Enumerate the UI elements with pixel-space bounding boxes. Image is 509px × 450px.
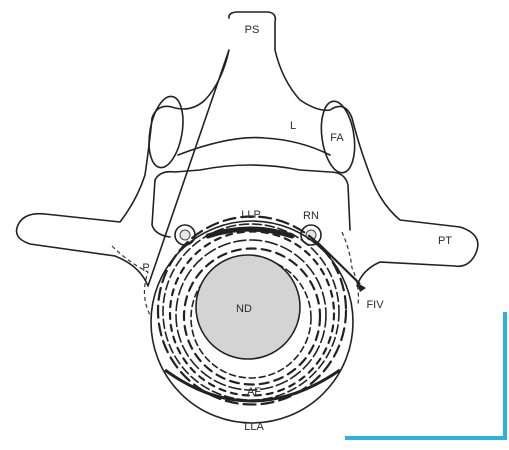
label-l: L (290, 120, 296, 132)
label-p: P (142, 262, 149, 274)
label-nd: ND (236, 303, 252, 315)
label-pt: PT (438, 235, 452, 247)
label-fa: FA (330, 132, 344, 144)
lamina-line (178, 138, 330, 155)
facet-left-oval (144, 94, 188, 170)
corner-accent (345, 312, 505, 438)
nerve-root-left-inner (180, 230, 190, 240)
label-llp: LLP (241, 209, 261, 221)
label-ps: PS (245, 24, 260, 36)
label-fiv: FIV (366, 299, 384, 311)
label-rn: RN (303, 210, 319, 222)
vertebra-outline (17, 12, 478, 286)
label-lla: LLA (244, 421, 264, 433)
label-af: AF (247, 386, 261, 398)
